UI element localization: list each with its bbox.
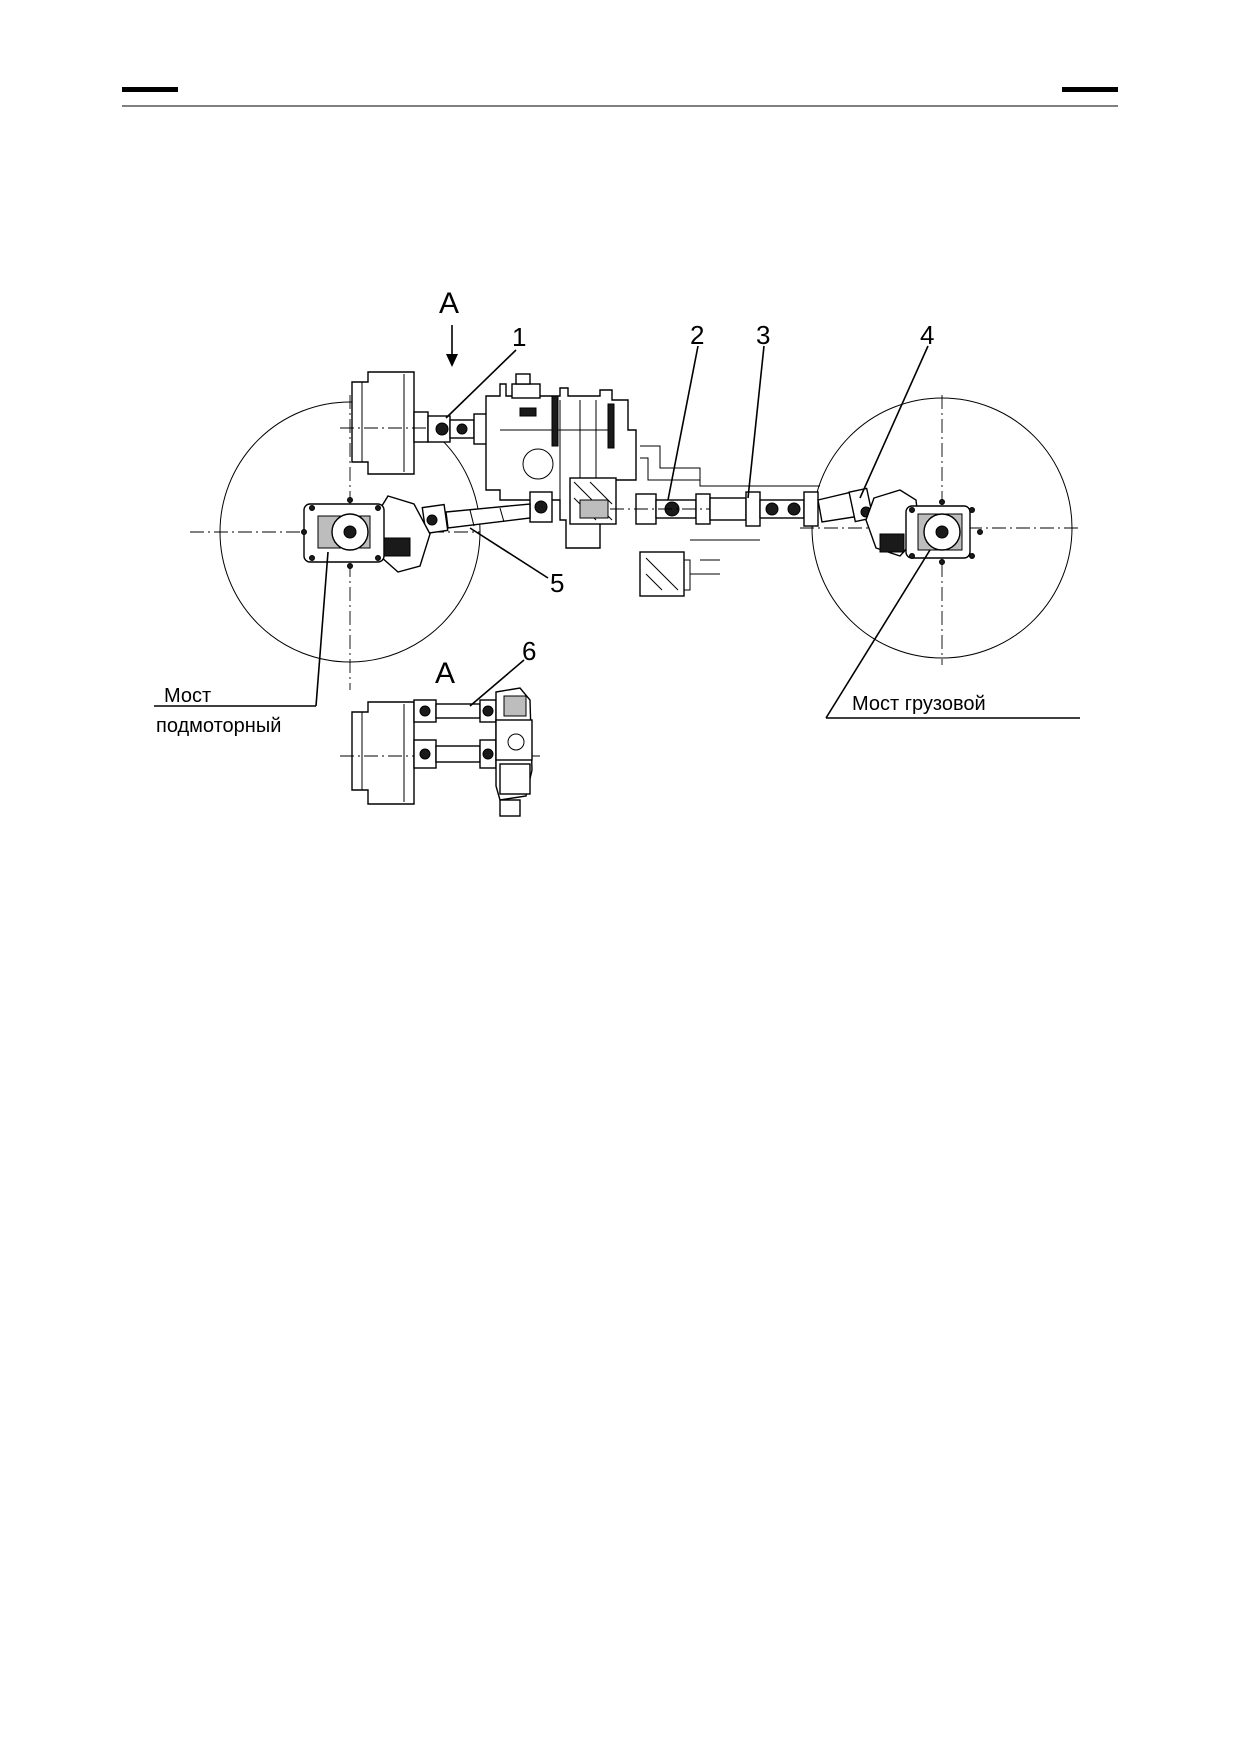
callout-4: 4 — [920, 320, 934, 350]
callout-6: 6 — [522, 636, 536, 666]
cargo-axle-reducer — [865, 489, 983, 565]
callout-3: 3 — [756, 320, 770, 350]
cardan-shaft-4 — [817, 487, 874, 523]
callout-5: 5 — [550, 568, 564, 598]
front-wheel-rim — [340, 371, 500, 475]
callout-2: 2 — [690, 320, 704, 350]
front-axle-caption-line1: Мост — [164, 685, 211, 707]
cardan-shaft-1 — [427, 413, 489, 445]
cardan-shaft-3 — [709, 491, 819, 527]
inset-view-a — [340, 687, 540, 817]
front-axle-reducer — [301, 495, 431, 573]
view-label-inset: А — [435, 657, 455, 690]
page-header-rule — [122, 87, 1118, 107]
leader-lines — [154, 345, 1080, 719]
front-axle-caption-line2: подмоторный — [156, 715, 281, 737]
cargo-axle-caption: Мост грузовой — [852, 693, 986, 715]
cardan-shaft-5 — [421, 491, 553, 535]
view-label-top: А — [439, 287, 459, 320]
callout-1: 1 — [512, 322, 526, 352]
chassis-frame — [639, 445, 820, 597]
transfer-gearbox — [485, 373, 637, 549]
view-arrow-a — [446, 325, 458, 367]
